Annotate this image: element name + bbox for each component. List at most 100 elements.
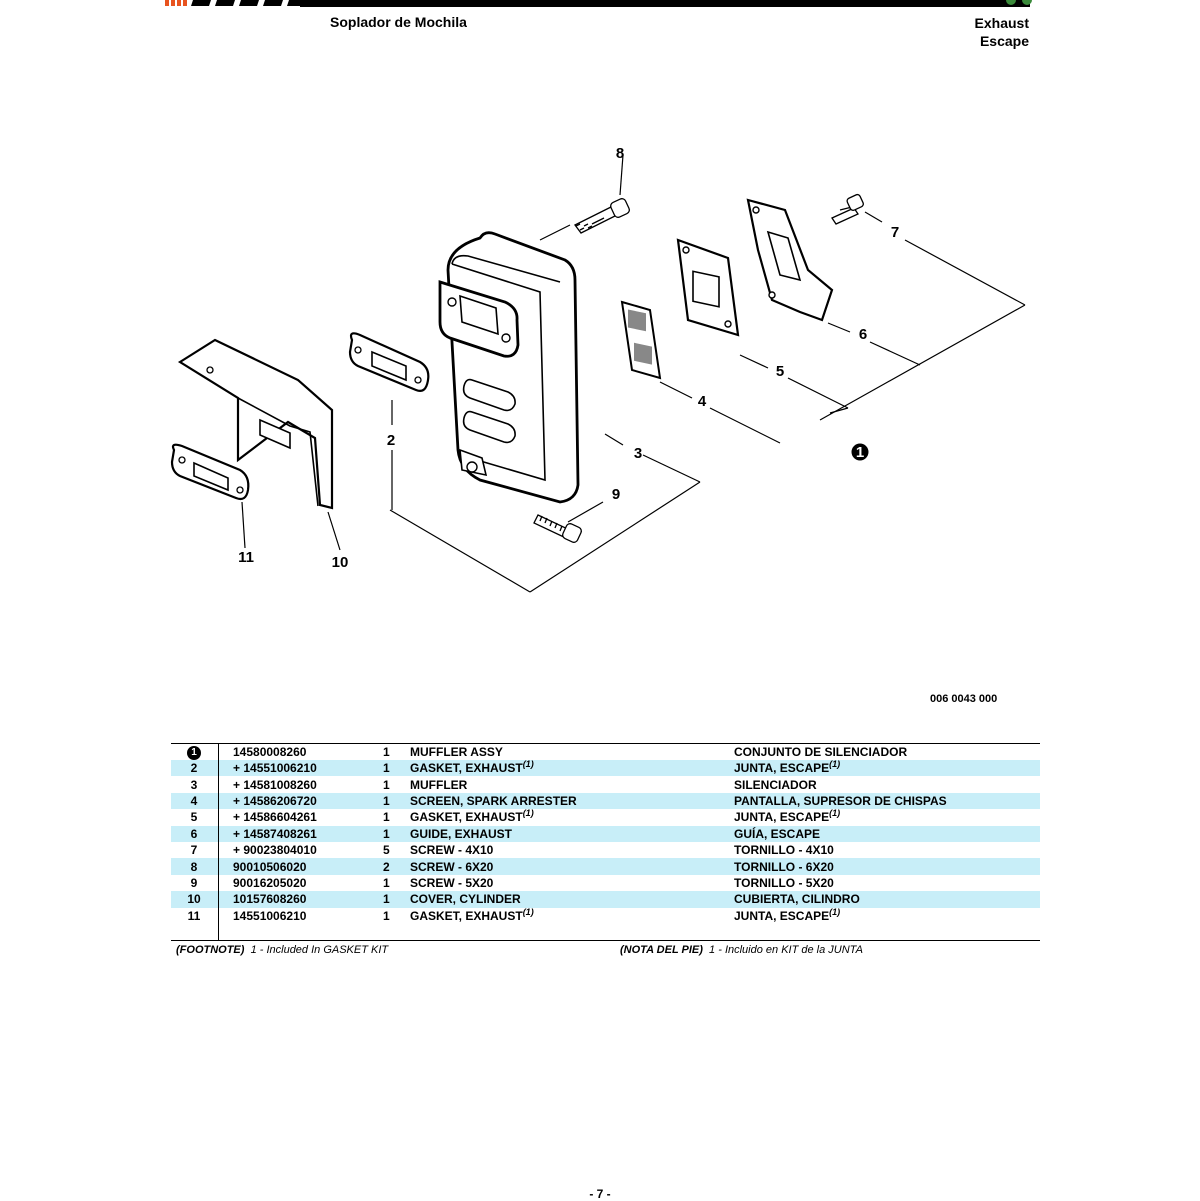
part-description-es: CUBIERTA, CILINDRO: [734, 891, 1040, 908]
part-description-en: SCREEN, SPARK ARRESTER: [410, 792, 734, 810]
page-number: - 7 -: [589, 1187, 611, 1201]
part-description-en: COVER, CYLINDER: [410, 891, 734, 908]
callout-6: 6: [859, 326, 867, 343]
part-description-es: TORNILLO - 4X10: [734, 842, 1040, 858]
part-description-en: SCREW - 4X10: [410, 842, 734, 858]
callout-11: 11: [238, 549, 254, 566]
part-ref: 4: [171, 792, 217, 810]
footnote-marker: (1): [522, 808, 534, 819]
part-description-en: GASKET, EXHAUST(1): [410, 809, 734, 825]
footnote-es-label: (NOTA DEL PIE): [620, 944, 703, 956]
description-es-text: JUNTA, ESCAPE: [734, 761, 830, 776]
footnote-marker: (1): [522, 906, 534, 917]
description-es-text: TORNILLO - 6X20: [734, 859, 834, 874]
description-en-text: MUFFLER ASSY: [410, 744, 503, 759]
part-number: 90010506020: [217, 858, 383, 875]
callout-9: 9: [612, 486, 620, 503]
description-es-text: CUBIERTA, CILINDRO: [734, 892, 860, 907]
part-ref: 2: [171, 760, 217, 777]
callout-2: 2: [387, 432, 395, 449]
description-en-text: GASKET, EXHAUST: [410, 761, 523, 776]
table-row: 7 + 90023804010 5 SCREW - 4X10 TORNILLO - 4X…: [171, 842, 1040, 858]
part-number: + 14587408261: [217, 825, 383, 842]
section-title: Exhaust Escape: [975, 14, 1029, 50]
part-description-en: SCREW - 6X20: [410, 858, 734, 875]
part-ref: 11: [187, 908, 201, 923]
description-es-text: PANTALLA, SUPRESOR DE CHISPAS: [734, 793, 947, 808]
part-description-es: JUNTA, ESCAPE(1): [734, 759, 1040, 777]
footnote-marker: (1): [522, 759, 534, 770]
part-description-es: TORNILLO - 5X20: [734, 875, 1040, 891]
part-qty: 1: [383, 825, 410, 842]
part-qty: 1: [383, 792, 410, 810]
callout-1-circle: [851, 443, 869, 461]
part-ref: 6: [171, 825, 217, 842]
description-es-text: GUÍA, ESCAPE: [734, 826, 821, 841]
callout-7: 7: [891, 224, 899, 241]
drawing-number: 006 0043 000: [930, 693, 998, 705]
description-es-text: JUNTA, ESCAPE: [734, 908, 830, 923]
part-description-es: TORNILLO - 6X20: [734, 858, 1040, 875]
part-ref: 7: [190, 843, 198, 858]
header-bar: [300, 0, 1030, 7]
description-es-text: CONJUNTO DE SILENCIADOR: [734, 744, 908, 759]
footnote-en-label: (FOOTNOTE): [176, 944, 245, 956]
part-qty: 1: [383, 744, 390, 759]
part-qty: 5: [383, 843, 390, 858]
part-description-es: SILENCIADOR: [734, 776, 1040, 792]
part-description-en: GASKET, EXHAUST(1): [410, 906, 734, 924]
description-en-text: SCREW - 4X10: [410, 843, 494, 858]
part-qty: 1: [383, 810, 390, 825]
brand-logo: [165, 0, 307, 6]
part-number: + 14581008260: [233, 777, 317, 792]
table-divider: [218, 743, 219, 940]
footnote-es-text: 1 - Incluido en KIT de la JUNTA: [709, 944, 863, 956]
part-number: 10157608260: [217, 891, 383, 908]
callout-8: 8: [616, 145, 624, 162]
part-qty: 1: [383, 777, 390, 792]
table-bottom-rule: [171, 940, 1040, 941]
product-title: Soplador de Mochila: [330, 14, 467, 30]
description-en-text: COVER, CYLINDER: [410, 892, 521, 907]
description-es-text: JUNTA, ESCAPE: [734, 810, 830, 825]
callout-4: 4: [698, 393, 707, 410]
part-ref: 5: [190, 810, 198, 825]
part-number: 14551006210: [233, 908, 307, 923]
part-ref: 10: [171, 891, 217, 908]
part-number: + 90023804010: [233, 843, 317, 858]
part-description-es: JUNTA, ESCAPE(1): [734, 907, 1040, 924]
part-description-es: JUNTA, ESCAPE(1): [734, 809, 1040, 825]
callout-1: 1: [856, 444, 864, 461]
part-ref: 3: [190, 777, 198, 792]
description-en-text: GASKET, EXHAUST: [410, 810, 523, 825]
part-qty: 1: [383, 908, 390, 923]
part-number: + 14551006210: [217, 760, 383, 777]
exploded-parts-diagram: 8 7 6 5 4 1 3 9 2 11 10: [170, 145, 1026, 593]
part-ref: 1: [171, 743, 217, 760]
footnote-marker: (1): [829, 808, 841, 819]
circled-ref-icon: 1: [187, 746, 201, 760]
callout-10: 10: [332, 554, 349, 571]
description-es-text: TORNILLO - 5X20: [734, 875, 834, 890]
part-description-en: GASKET, EXHAUST(1): [410, 759, 734, 777]
table-top-rule: [171, 743, 1040, 744]
footnote-es: (NOTA DEL PIE) 1 - Incluido en KIT de la…: [620, 944, 863, 956]
part-qty: 1: [383, 875, 390, 890]
part-description-en: GUIDE, EXHAUST: [410, 825, 734, 842]
section-title-es: Escape: [979, 33, 1029, 49]
part-description-es: GUÍA, ESCAPE: [734, 825, 1040, 842]
part-ref: 8: [171, 858, 217, 875]
part-description-en: SCREW - 5X20: [410, 875, 734, 891]
footnote-en: (FOOTNOTE) 1 - Included In GASKET KIT: [176, 944, 388, 956]
description-es-text: SILENCIADOR: [734, 777, 817, 792]
description-en-text: SCREEN, SPARK ARRESTER: [410, 793, 577, 808]
footnote-marker: (1): [829, 759, 841, 770]
description-en-text: GUIDE, EXHAUST: [410, 826, 513, 841]
